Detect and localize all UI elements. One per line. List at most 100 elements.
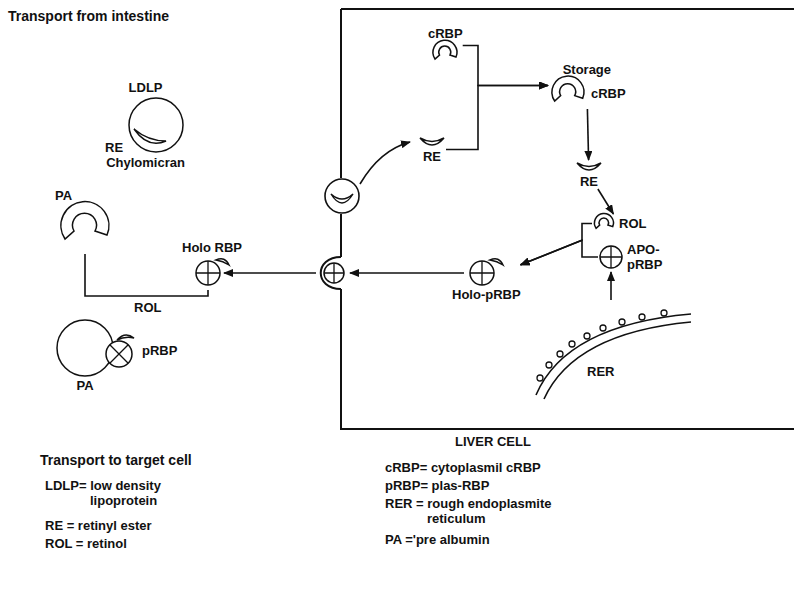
circle-shape <box>129 98 183 152</box>
shape-path <box>544 322 691 399</box>
shape-path <box>594 213 613 228</box>
shape-path <box>470 261 494 285</box>
protein-symbol <box>430 41 460 65</box>
retinol: ROL <box>592 214 646 233</box>
circle-shape <box>569 341 575 347</box>
circle-shape <box>584 333 590 339</box>
shape-path <box>577 163 601 170</box>
apo-protein: APO- pRBP <box>598 242 662 272</box>
shape-path <box>61 202 109 239</box>
circle-shape <box>106 341 132 367</box>
lipoprotein-particle: LDLP REChylomicran <box>105 80 186 170</box>
node-label: RER <box>587 364 614 379</box>
shape-path <box>360 142 410 184</box>
shape-path <box>600 246 622 268</box>
protein-symbol <box>575 160 603 174</box>
node-label: APO- pRBP <box>627 242 662 272</box>
shape-row: APO- pRBP <box>598 242 662 272</box>
transport-arrow <box>224 272 316 274</box>
node-label: cRBP <box>428 26 463 41</box>
node-label: ROL <box>619 216 646 231</box>
flow-arrow <box>446 86 548 150</box>
node-label: RE <box>105 140 123 155</box>
node-label: Chylomicran <box>106 155 185 170</box>
prealbumin: PA <box>55 188 115 251</box>
protein-symbol <box>126 95 186 155</box>
circle-shape <box>325 179 359 213</box>
protein-symbol <box>103 332 139 368</box>
circle-shape <box>470 261 494 285</box>
flow-arrow <box>463 46 548 86</box>
reticulum-symbol <box>531 300 691 400</box>
circle-shape <box>537 375 543 381</box>
node-label: LIVER CELL <box>455 434 531 449</box>
shape-path <box>117 335 134 340</box>
legend-text: pRBP= plas-RBP <box>385 478 489 493</box>
circle-shape <box>600 325 606 331</box>
node-label: RE <box>423 149 441 164</box>
shape-path <box>350 272 464 274</box>
circle-shape <box>600 246 622 268</box>
binding-protein: pRBP <box>103 332 177 368</box>
shape-path <box>420 138 444 145</box>
node-label: cRBP <box>591 86 626 101</box>
shape-row: pRBP <box>103 332 177 368</box>
shape-path <box>552 76 584 101</box>
shape-path <box>536 314 691 395</box>
circle-shape <box>661 310 667 316</box>
circle-shape <box>639 314 645 320</box>
holo-protein: Holo-pRBP <box>452 255 521 302</box>
shape-path <box>196 261 220 285</box>
shape-path <box>216 259 229 265</box>
retinyl-ester: RE <box>575 160 603 189</box>
prealbumin-complex: PApRBP <box>55 318 115 393</box>
node-label: LDLP <box>129 80 163 95</box>
bracket-label: ROL <box>134 300 161 315</box>
shape-path <box>134 129 166 143</box>
liver-cell: LIVER CELLcRBPREStoragecRBPREROLAPO- pRB… <box>340 8 794 430</box>
legend-text: RER = rough endoplasmite reticulum <box>385 496 585 526</box>
node-label: RE <box>580 174 598 189</box>
protein-symbol <box>548 77 588 109</box>
legend-text: cRBP= cytoplasmil cRBP <box>385 460 541 475</box>
shape-path <box>331 194 353 203</box>
binding-protein: cRBP <box>428 26 463 65</box>
node-label: PA <box>55 188 72 203</box>
reticulum: RER <box>531 300 691 400</box>
protein-symbol <box>592 214 616 233</box>
shape-path <box>490 259 503 265</box>
shape-row: ROL <box>592 214 646 233</box>
retinyl-ester: RE <box>418 135 446 164</box>
legend-text: ROL = retinol <box>45 536 127 551</box>
flow-arrow <box>598 189 614 214</box>
shape-path <box>110 345 128 363</box>
bracket <box>85 254 208 296</box>
flow-arrow <box>587 109 588 160</box>
protein-symbol <box>55 203 115 251</box>
circle-shape <box>324 263 344 283</box>
storage-protein: Storage cRBP <box>548 62 626 109</box>
circle-shape <box>546 362 552 368</box>
shape-row: RE <box>105 95 186 155</box>
shape-row: cRBP <box>548 77 626 109</box>
shape-path <box>433 40 457 59</box>
circle-shape <box>557 351 563 357</box>
holo-protein: Holo RBP <box>182 240 242 287</box>
protein-symbol <box>192 255 232 287</box>
connector-group <box>446 46 613 301</box>
protein-symbol <box>418 135 446 149</box>
circle-shape <box>196 261 220 285</box>
flow-arrow <box>610 272 612 300</box>
protein-symbol <box>598 244 624 270</box>
protein-symbol <box>466 255 506 287</box>
node-label: pRBP <box>142 343 177 358</box>
heading-note: Transport to target cell <box>40 452 192 469</box>
circle-shape <box>619 319 625 325</box>
legend-text: RE = retinyl ester <box>45 518 152 533</box>
node-label: Storage <box>563 62 611 77</box>
node-label: Holo RBP <box>182 240 242 255</box>
protein-symbol <box>55 318 115 378</box>
shape-path <box>324 263 344 283</box>
legend-text: PA ='pre albumin <box>385 532 490 547</box>
